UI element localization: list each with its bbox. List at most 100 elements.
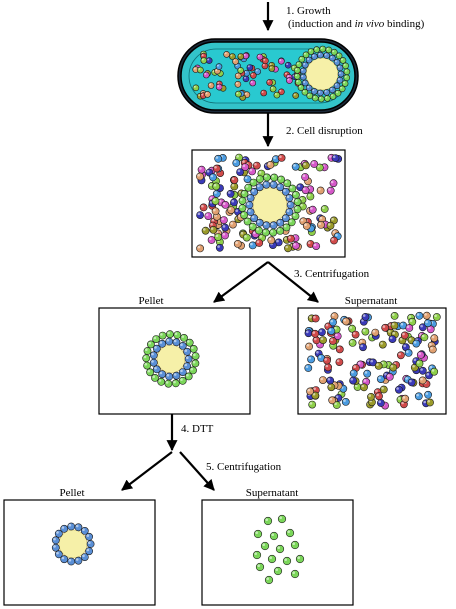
protein-bead-highlight [406,325,410,329]
protein-bead-highlight [388,330,391,333]
binding-domain-bead-highlight [318,90,321,93]
binding-domain-bead-highlight [75,524,79,528]
protein-bead [342,317,350,326]
released-protein-bead [269,531,279,541]
protein-bead-highlight [193,67,196,70]
protein-bead-highlight [303,162,306,166]
protein-bead-highlight [209,196,213,200]
target-protein-bead [288,184,297,193]
protein-bead-highlight [389,336,393,340]
protein-bead [304,364,313,372]
protein-bead-highlight [222,202,226,205]
protein-bead [268,65,276,72]
released-protein-bead-highlight [255,531,258,534]
protein-bead-highlight [336,359,340,363]
protein-bead [237,67,244,74]
protein-bead [207,82,215,89]
target-protein-bead-highlight [245,185,249,188]
binding-domain-bead-highlight [248,209,251,213]
protein-bead-highlight [332,230,336,234]
binding-domain-bead-highlight [307,58,310,60]
protein-bead [232,159,241,167]
protein-bead [349,376,357,385]
protein-bead [304,329,313,338]
binding-domain-bead-highlight [286,209,290,213]
protein-bead-highlight [334,402,337,406]
protein-bead-highlight [215,69,218,72]
protein-bead-highlight [306,343,310,347]
target-protein-bead-highlight [190,367,193,371]
target-protein-bead [329,93,337,100]
protein-bead [306,387,314,396]
protein-bead [301,186,310,195]
protein-bead [223,51,230,58]
protein-bead [420,333,429,342]
protein-bead-highlight [218,199,222,203]
binding-domain-bead-highlight [277,220,281,223]
protein-bead [367,392,375,401]
protein-bead [234,81,242,88]
target-protein-bead-highlight [340,86,343,89]
protein-bead [237,53,245,60]
binding-domain-bead-highlight [251,215,255,219]
binding-domain-bead [329,86,336,94]
binding-domain-bead [301,79,309,87]
protein-bead-highlight [287,78,290,81]
target-protein-bead-highlight [284,180,288,184]
binding-domain-bead-highlight [173,339,177,343]
protein-bead-highlight [267,80,270,83]
binding-domain-bead-highlight [154,366,157,370]
protein-bead [311,329,319,338]
target-protein-bead [343,68,351,75]
protein-bead-highlight [428,326,431,330]
target-protein-bead-highlight [278,177,282,180]
protein-bead [418,366,427,375]
protein-bead-highlight [213,208,216,212]
protein-bead-highlight [279,155,282,158]
protein-bead-highlight [201,204,204,208]
protein-bead [423,319,432,328]
target-protein-bead-highlight [336,91,338,94]
step-cell-disruption-label: 2. Cell disruption [286,125,363,137]
target-protein-bead [276,226,284,235]
binding-domain-bead [317,51,324,59]
protein-bead [199,203,208,212]
binding-domain-bead-highlight [318,53,321,55]
protein-bead-highlight [305,365,309,369]
target-protein-bead [158,331,167,340]
protein-bead-highlight [221,217,224,221]
released-protein-bead-highlight [269,556,273,559]
binding-domain-bead-highlight [56,531,59,534]
protein-bead-highlight [327,378,331,381]
protein-bead-highlight [380,342,383,345]
protein-bead [214,154,223,163]
protein-bead-highlight [399,337,403,341]
protein-bead-highlight [210,174,214,178]
binding-domain-bead-highlight [86,548,90,552]
protein-bead [418,376,427,385]
protein-bead-highlight [228,191,231,194]
protein-bead [335,358,344,366]
target-protein-bead-highlight [299,85,301,88]
protein-bead [396,351,405,360]
pellet-1-globule [142,330,200,388]
target-protein-bead [191,359,200,368]
protein-bead-highlight [401,401,404,405]
protein-bead [209,225,218,234]
protein-bead-highlight [353,365,357,369]
protein-bead-highlight [378,400,382,404]
protein-bead [371,328,380,337]
released-protein-bead [277,514,287,524]
target-protein-bead-highlight [326,47,329,50]
protein-bead [221,231,229,240]
protein-bead-highlight [335,395,339,399]
binding-domain-bead-highlight [324,90,327,93]
protein-bead [329,318,337,327]
step-centrifugation-1-label: 3. Centrifugation [294,268,370,280]
protein-bead-highlight [316,351,319,354]
protein-bead [407,378,416,387]
binding-domain-bead-highlight [151,360,154,363]
protein-bead [197,165,206,174]
protein-bead [317,220,325,229]
protein-bead-highlight [427,399,431,403]
